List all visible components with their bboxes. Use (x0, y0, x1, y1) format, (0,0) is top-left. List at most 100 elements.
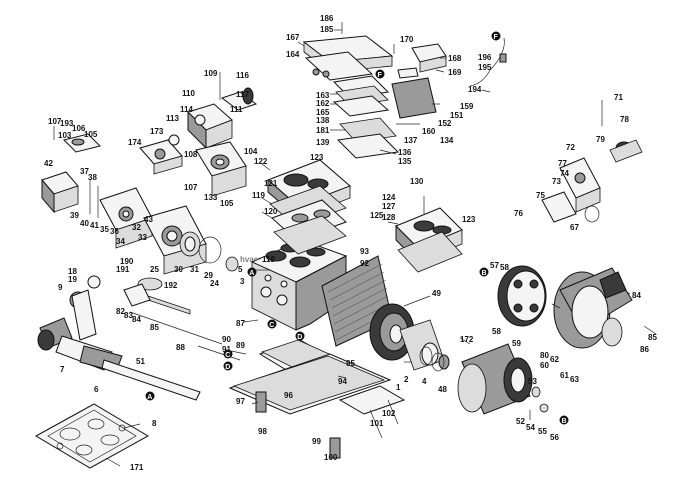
callout-124: 124 (382, 193, 396, 202)
callout-116: 116 (236, 71, 249, 80)
callout-97: 97 (236, 397, 245, 406)
callout-173: 173 (150, 127, 164, 136)
callout-193: 193 (60, 119, 74, 128)
oil-drain-assembly (338, 385, 406, 439)
callout-67: 67 (570, 223, 579, 232)
callout-62: 62 (550, 355, 559, 364)
callout-105-b: 105 (84, 130, 98, 139)
callout-98: 98 (258, 427, 267, 436)
callout-181: 181 (316, 126, 330, 135)
compressor-crankcase (250, 239, 450, 371)
marker-a-left: A (247, 267, 257, 277)
callout-87: 87 (236, 319, 245, 328)
callout-38: 38 (88, 173, 97, 182)
callout-59: 59 (512, 339, 521, 348)
callout-168: 168 (448, 54, 462, 63)
callout-6: 6 (94, 385, 99, 394)
callout-42: 42 (44, 159, 53, 168)
callout-134: 134 (440, 136, 454, 145)
callout-57: 57 (490, 261, 499, 270)
callout-128: 128 (382, 213, 396, 222)
callout-165: 165 (316, 108, 330, 117)
callout-86: 86 (640, 345, 649, 354)
callout-72: 72 (566, 143, 575, 152)
callout-125: 125 (370, 211, 384, 220)
callout-114: 114 (180, 105, 193, 114)
callout-34: 34 (116, 237, 125, 246)
callout-37: 37 (80, 167, 89, 176)
crankshaft-and-rods (37, 275, 241, 401)
callout-172: 172 (460, 335, 474, 344)
callout-139: 139 (316, 138, 330, 147)
callout-31: 31 (190, 265, 199, 274)
callout-106: 106 (72, 124, 86, 133)
callout-91: 91 (222, 345, 231, 354)
svg-text:B: B (562, 418, 567, 425)
callout-104: 104 (244, 147, 258, 156)
callout-60: 60 (540, 361, 549, 370)
callout-117: 117 (236, 90, 249, 99)
marker-c-center: C (267, 319, 277, 329)
callout-174: 174 (128, 138, 142, 147)
bearing-end-cover (99, 187, 239, 275)
gasket-set (34, 403, 150, 469)
callout-30: 30 (174, 265, 183, 274)
callout-130: 130 (410, 177, 424, 186)
callout-101: 101 (370, 419, 384, 428)
svg-text:D: D (225, 364, 230, 371)
callout-119: 119 (252, 191, 265, 200)
leader-lines (105, 29, 657, 467)
callout-186: 186 (320, 14, 334, 23)
callout-29: 29 (204, 271, 213, 280)
reference-markers: F F A A B B C C (145, 31, 569, 425)
callout-74: 74 (560, 169, 569, 178)
callout-71: 71 (614, 93, 623, 102)
callout-84-b: 84 (132, 315, 141, 324)
oil-pump-housing (139, 72, 258, 197)
callout-95: 95 (346, 359, 355, 368)
callout-118: 118 (262, 255, 275, 264)
svg-text:C: C (269, 322, 274, 329)
callout-170: 170 (400, 35, 414, 44)
callout-160: 160 (422, 127, 436, 136)
svg-text:F: F (494, 34, 499, 41)
callout-151: 151 (450, 111, 464, 120)
callout-110: 110 (182, 89, 195, 98)
callout-49: 49 (432, 289, 441, 298)
callout-191: 191 (116, 265, 130, 274)
callout-18: 18 (68, 267, 77, 276)
callout-78: 78 (620, 115, 629, 124)
cylinder-head-right (395, 196, 463, 273)
callout-25: 25 (150, 265, 159, 274)
callout-88: 88 (176, 343, 185, 352)
callout-8: 8 (152, 419, 157, 428)
callout-123: 123 (310, 153, 324, 162)
callout-58: 58 (500, 263, 509, 272)
cylinder-head-left (267, 159, 351, 255)
callout-171: 171 (130, 463, 144, 472)
callout-133: 133 (204, 193, 218, 202)
callout-99: 99 (312, 437, 321, 446)
callout-185: 185 (320, 25, 334, 34)
callout-85: 85 (648, 333, 657, 342)
callout-36: 36 (110, 227, 119, 236)
callout-73: 73 (552, 177, 561, 186)
callout-2: 2 (404, 375, 409, 384)
marker-b-bottom: B (559, 415, 569, 425)
callout-164: 164 (286, 50, 300, 59)
callout-196: 196 (478, 53, 492, 62)
callout-80: 80 (540, 351, 549, 360)
callout-77: 77 (558, 159, 567, 168)
callout-labels: 186 185 167 170 164 168 169 163 162 165 … (44, 14, 657, 472)
svg-text:F: F (378, 72, 383, 79)
marker-d-lower: D (223, 361, 233, 371)
callout-163: 163 (316, 91, 330, 100)
callout-84: 84 (632, 291, 641, 300)
callout-75: 75 (536, 191, 545, 200)
callout-55: 55 (538, 427, 547, 436)
callout-136: 136 (398, 148, 412, 157)
callout-39: 39 (70, 211, 79, 220)
pressure-switch-assembly (41, 126, 101, 218)
callout-58-b: 58 (492, 327, 501, 336)
callout-103: 103 (58, 131, 72, 140)
